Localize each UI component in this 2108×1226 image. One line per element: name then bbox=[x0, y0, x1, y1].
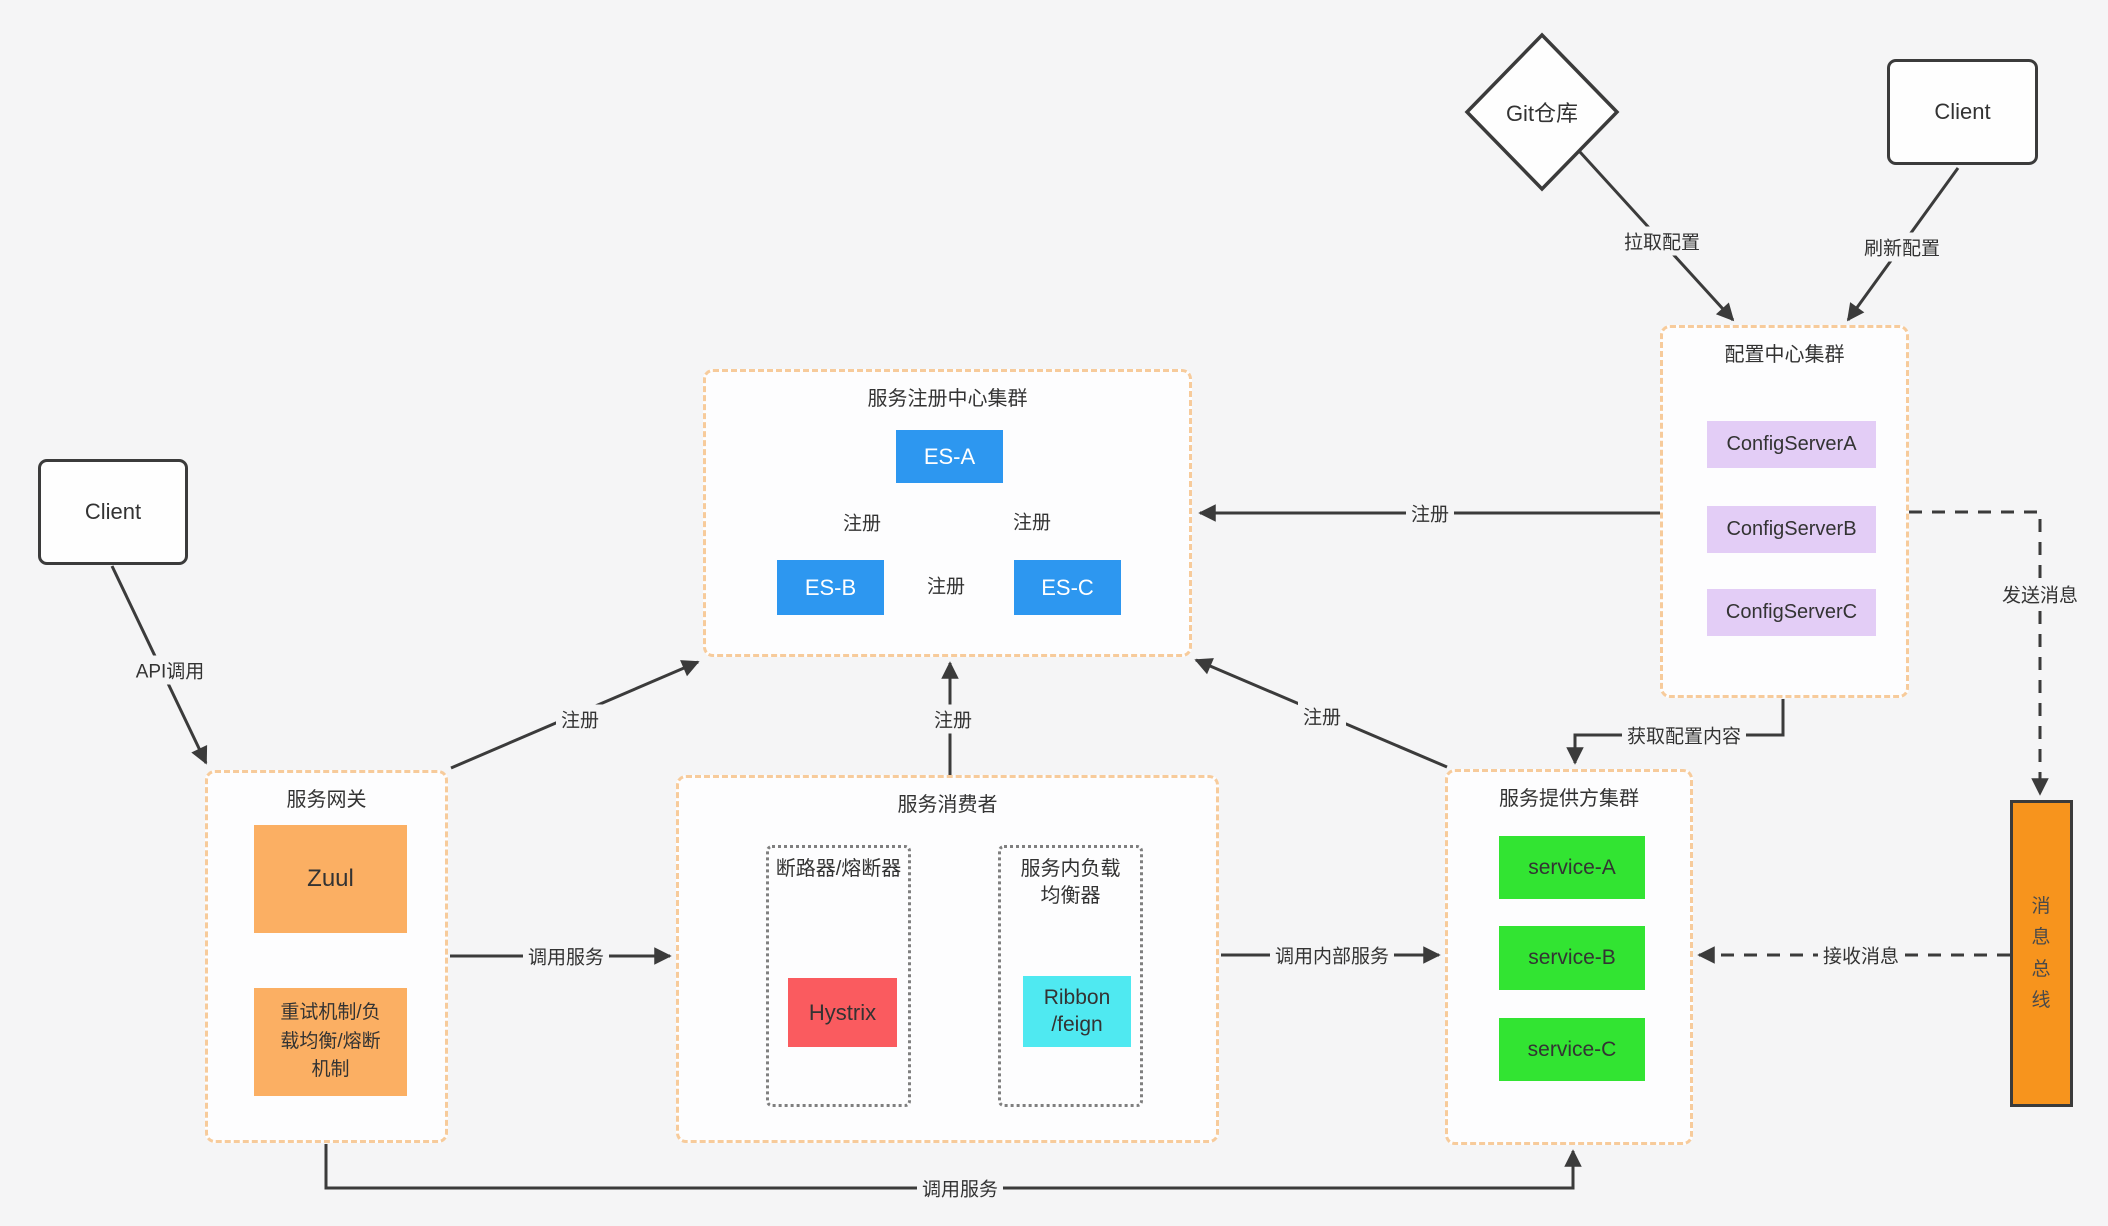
edge-label-call-internal-service: 调用内部服务 bbox=[1269, 940, 1395, 970]
gateway-cluster: 服务网关 Zuul 重试机制/负载均衡/熔断机制 bbox=[205, 770, 448, 1143]
registry-cluster-title: 服务注册中心集群 bbox=[867, 388, 1028, 410]
edge-label-provider-register: 注册 bbox=[1297, 701, 1347, 731]
config-server-a: ConfigServerA bbox=[1707, 421, 1876, 468]
eureka-es-c: ES-C bbox=[1014, 560, 1121, 615]
provider-cluster: 服务提供方集群 service-A service-B service-C bbox=[1445, 769, 1693, 1145]
load-balancer-title: 服务内负载均衡器 bbox=[1020, 858, 1121, 907]
service-b-node: service-B bbox=[1499, 926, 1645, 990]
git-repo-diamond bbox=[1464, 32, 1620, 192]
registry-cluster: 服务注册中心集群 ES-A ES-B ES-C bbox=[703, 369, 1192, 657]
consumer-cluster: 服务消费者 断路器/熔断器 Hystrix 服务内负载均衡器 Ribbon /f… bbox=[676, 775, 1219, 1143]
edge-label-send-message: 发送消息 bbox=[1996, 579, 2084, 609]
hystrix-node: Hystrix bbox=[788, 978, 897, 1047]
edge-label-call-service-bottom: 调用服务 bbox=[916, 1173, 1004, 1203]
client-left-node: Client bbox=[38, 459, 188, 565]
edge-label-pull-config: 拉取配置 bbox=[1618, 226, 1706, 256]
eureka-es-b: ES-B bbox=[777, 560, 884, 615]
gateway-title: 服务网关 bbox=[286, 789, 367, 811]
eureka-es-a: ES-A bbox=[896, 430, 1003, 483]
circuit-breaker-title: 断路器/熔断器 bbox=[775, 858, 902, 880]
load-balancer-box: 服务内负载均衡器 Ribbon /feign bbox=[998, 845, 1143, 1107]
edge-label-es-ac-register: 注册 bbox=[1007, 506, 1057, 536]
zuul-node: Zuul bbox=[254, 825, 407, 933]
git-repo-label: Git仓库 bbox=[1505, 101, 1579, 126]
service-c-node: service-C bbox=[1499, 1018, 1645, 1081]
edge-send-message bbox=[1909, 510, 2049, 796]
service-a-node: service-A bbox=[1499, 836, 1645, 899]
edge-label-refresh-config: 刷新配置 bbox=[1858, 232, 1946, 262]
edge-label-fetch-config-content: 获取配置内容 bbox=[1621, 720, 1747, 750]
edge-label-gateway-register: 注册 bbox=[555, 704, 605, 734]
edge-label-es-ab-register: 注册 bbox=[837, 507, 887, 537]
edge-label-config-register: 注册 bbox=[1405, 498, 1455, 528]
circuit-breaker-box: 断路器/熔断器 Hystrix bbox=[766, 845, 911, 1107]
edge-label-es-bc-register: 注册 bbox=[921, 570, 971, 600]
config-server-c: ConfigServerC bbox=[1707, 589, 1876, 636]
edge-label-call-service: 调用服务 bbox=[522, 941, 610, 971]
config-server-b: ConfigServerB bbox=[1707, 506, 1876, 553]
edge-label-consumer-register: 注册 bbox=[928, 704, 978, 734]
edge-label-api-call: API调用 bbox=[130, 655, 210, 685]
config-cluster-title: 配置中心集群 bbox=[1724, 344, 1845, 366]
config-cluster: 配置中心集群 ConfigServerA ConfigServerB Confi… bbox=[1660, 325, 1909, 698]
ribbon-feign-node: Ribbon /feign bbox=[1023, 976, 1131, 1047]
retry-mechanism-node: 重试机制/负载均衡/熔断机制 bbox=[254, 988, 407, 1096]
consumer-title: 服务消费者 bbox=[897, 794, 998, 816]
client-top-node: Client bbox=[1887, 59, 2038, 165]
message-bus-node: 消 息 总 线 bbox=[2010, 800, 2073, 1107]
provider-title: 服务提供方集群 bbox=[1499, 788, 1639, 810]
edge-label-receive-message: 接收消息 bbox=[1817, 940, 1905, 970]
